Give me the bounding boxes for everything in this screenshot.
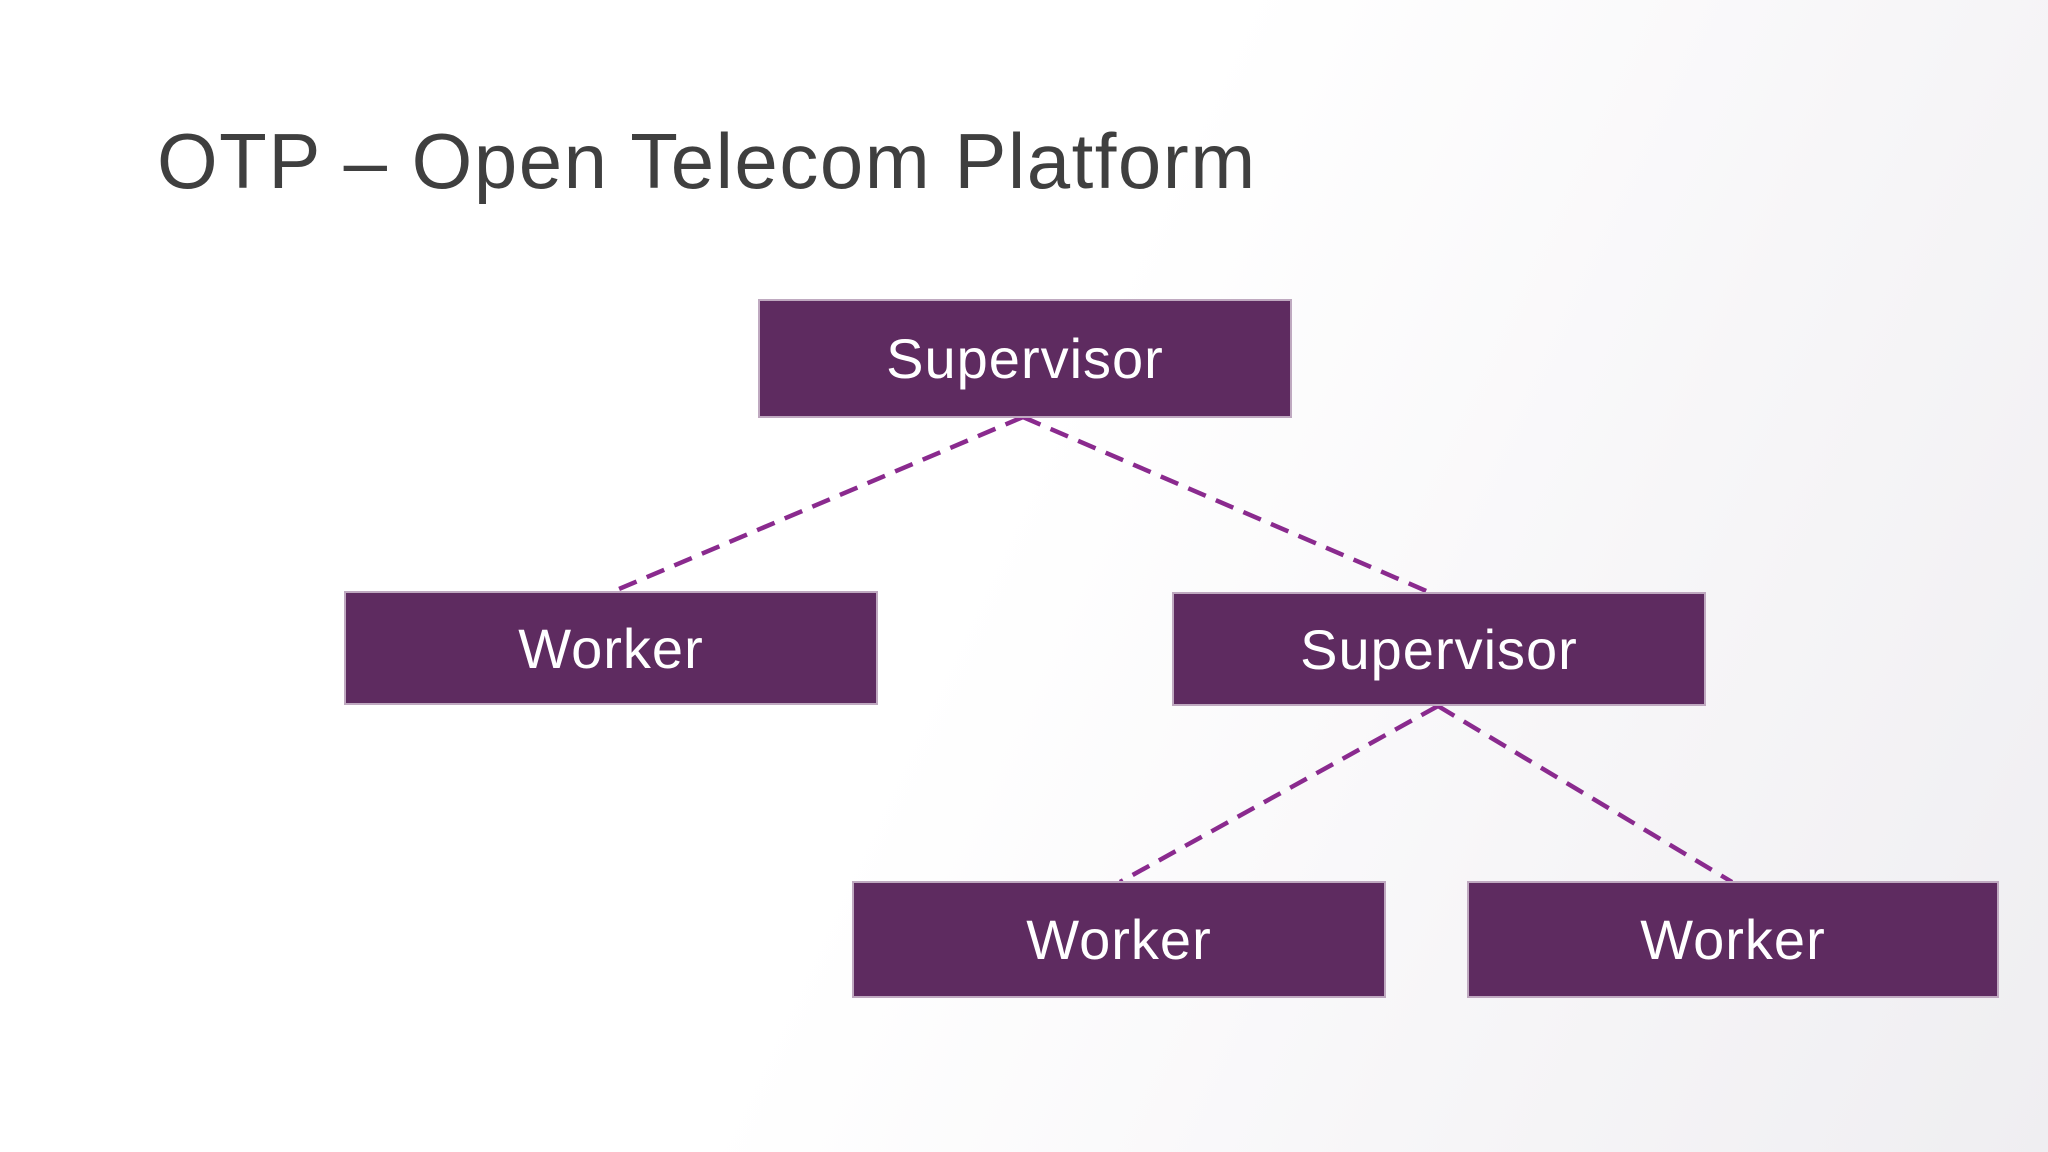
- node-supervisor-right: Supervisor: [1172, 592, 1706, 706]
- slide-title: OTP – Open Telecom Platform: [157, 117, 1257, 205]
- node-label: Supervisor: [886, 327, 1164, 390]
- connector-root-to-worker-left: [611, 414, 1024, 595]
- node-root-supervisor: Supervisor: [758, 299, 1292, 418]
- node-label: Supervisor: [1300, 617, 1578, 681]
- node-label: Worker: [518, 616, 704, 680]
- node-label: Worker: [1640, 908, 1826, 971]
- node-worker-bottom-left: Worker: [852, 881, 1386, 998]
- node-worker-left: Worker: [344, 591, 878, 705]
- node-label: Worker: [1026, 908, 1212, 971]
- connector-supervisor-right-to-worker-bottom-left: [1118, 704, 1440, 884]
- connector-root-to-supervisor-right: [1022, 414, 1432, 596]
- connector-supervisor-right-to-worker-bottom-right: [1436, 704, 1734, 884]
- node-worker-bottom-right: Worker: [1467, 881, 1999, 998]
